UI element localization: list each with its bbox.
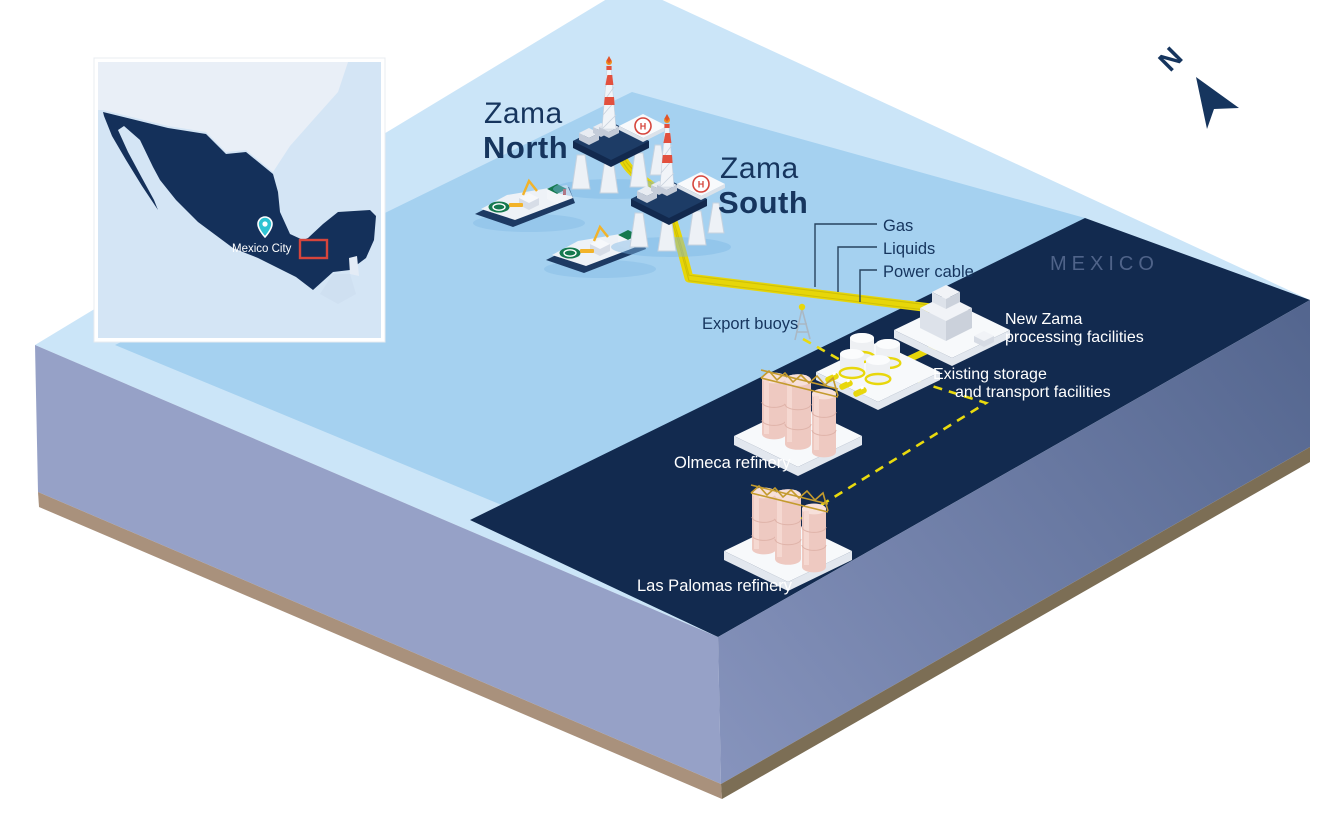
processing-facility [894,285,1010,366]
export-buoys-label: Export buoys [702,315,798,333]
export-buoy-icon [794,303,811,341]
label-leader-lines [814,223,877,302]
map-guatemala [320,274,356,304]
earth-edge-southwest [38,492,722,799]
map-mexico-shape [103,112,376,290]
storage-facility [816,331,940,410]
new-zama-label-line1: New Zama [1005,311,1082,328]
north-arrow-icon [1196,77,1239,129]
zama-area-marker [298,238,329,260]
map-belize [349,256,359,276]
land-mexico [470,218,1310,637]
las-palomas-refinery-label: Las Palomas refinery [637,577,793,595]
block-side-southeast [718,300,1310,784]
zama-south-label-line2: South [718,185,808,220]
zama-north-label-line1: Zama [484,97,563,130]
route-storage-to-las-palomas [788,375,990,527]
country-label: MEXICO [1050,253,1159,275]
pipeline-label-gas: Gas [883,217,913,235]
earth-edge-southeast [721,447,1310,799]
block-side-southwest [35,345,721,784]
existing-storage-label-line1: Existing storage [933,366,1047,383]
mexico-city-pin-icon [257,216,273,239]
olmeca-refinery-label: Olmeca refinery [674,454,791,472]
map-usa [98,62,348,172]
inset-map: Mexico City [93,57,386,343]
mexico-city-pin-dot [262,221,268,227]
compass-north-label: N [1152,41,1188,77]
mexico-city-label: Mexico City [232,243,292,255]
sea-surface [115,92,1085,585]
compass: N [1152,41,1239,129]
pipeline-label-liquids: Liquids [883,240,935,258]
existing-storage-label-line2: and transport facilities [955,384,1111,401]
new-zama-label-line2: processing facilities [1005,329,1144,346]
pipeline-label-power-cable: Power cable [883,263,974,281]
zama-north-label-line2: North [483,130,568,165]
zama-south-label-line1: Zama [720,152,799,185]
